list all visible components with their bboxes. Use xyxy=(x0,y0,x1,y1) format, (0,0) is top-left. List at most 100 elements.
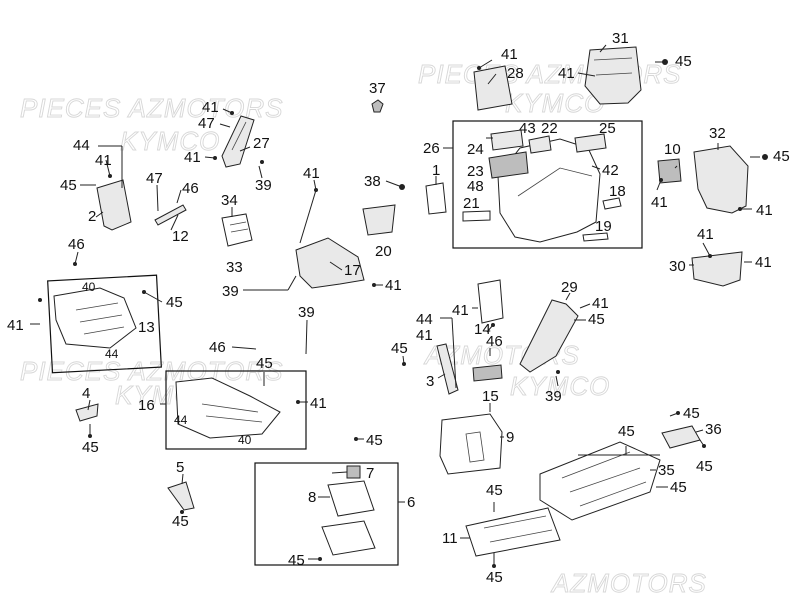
group-box-13 xyxy=(47,274,162,374)
callout-47: 47 xyxy=(198,115,215,132)
callout-41: 41 xyxy=(756,202,773,219)
part-24-pad xyxy=(490,129,524,151)
part-13-grid xyxy=(75,302,125,335)
part-14-panel xyxy=(477,279,504,324)
part-32-panel xyxy=(693,145,749,214)
leader-line xyxy=(437,373,446,379)
fastener-dot xyxy=(676,411,680,415)
leader-line xyxy=(231,346,257,350)
part-7-cap xyxy=(346,465,361,479)
part-27-detail xyxy=(231,121,247,151)
callout-45: 45 xyxy=(675,53,692,70)
part-9-detail xyxy=(465,431,485,463)
callout-41: 41 xyxy=(310,395,327,412)
leader-line xyxy=(579,303,591,309)
leader-line xyxy=(478,59,493,69)
part-28-panel xyxy=(473,65,513,111)
part-8-lid xyxy=(327,480,375,517)
callout-3: 3 xyxy=(426,373,434,390)
callout-39: 39 xyxy=(298,304,315,321)
callout-11: 11 xyxy=(442,530,458,547)
callout-labels: 41 28 31 41 45 37 41 47 27 41 39 44 41 4… xyxy=(7,30,790,586)
part-36-plate xyxy=(661,425,701,449)
callout-6: 6 xyxy=(407,494,415,511)
group-box-6 xyxy=(254,462,399,566)
part-12-strip xyxy=(154,204,187,226)
leader-line xyxy=(105,159,111,177)
callout-5: 5 xyxy=(176,459,184,476)
callout-15: 15 xyxy=(482,388,499,405)
leader-line xyxy=(451,317,457,389)
leader-line xyxy=(156,184,159,212)
part-26-detail xyxy=(517,167,593,197)
fastener-dot xyxy=(492,564,496,568)
callout-33: 33 xyxy=(226,259,243,276)
leader-line xyxy=(329,261,343,271)
callout-45: 45 xyxy=(288,552,305,569)
part-11-plate xyxy=(465,507,561,557)
callout-45: 45 xyxy=(172,513,189,530)
fastener-dot xyxy=(213,156,217,160)
fastener-dot xyxy=(73,262,77,266)
callout-37: 37 xyxy=(369,80,386,97)
leader-line xyxy=(299,189,317,244)
fastener-dot xyxy=(702,444,706,448)
callout-36: 36 xyxy=(705,421,722,438)
callout-41: 41 xyxy=(303,165,320,182)
callout-41: 41 xyxy=(697,226,714,243)
callout-13: 13 xyxy=(138,319,155,336)
callout-41: 41 xyxy=(452,302,469,319)
leader-line xyxy=(219,123,231,128)
fastener-dot xyxy=(108,174,112,178)
fastener-dot xyxy=(399,184,405,190)
callout-23: 23 xyxy=(467,163,484,180)
callout-31: 31 xyxy=(612,30,629,47)
callout-39: 39 xyxy=(222,283,239,300)
part-35-plate xyxy=(539,441,661,521)
group-boxes xyxy=(47,120,643,566)
callout-45: 45 xyxy=(256,355,273,372)
leader-line xyxy=(702,242,711,257)
callout-46: 46 xyxy=(486,333,503,350)
callout-45: 45 xyxy=(166,294,183,311)
leader-line xyxy=(555,375,559,387)
callout-10: 10 xyxy=(664,141,681,158)
leader-line xyxy=(577,72,596,77)
callout-45: 45 xyxy=(366,432,383,449)
fastener-dot xyxy=(659,178,663,182)
callout-41: 41 xyxy=(184,149,201,166)
leader-line xyxy=(305,319,308,355)
leader-line xyxy=(181,473,184,485)
callout-14: 14 xyxy=(474,321,491,338)
part-21-bracket xyxy=(462,210,491,222)
part-37-cap xyxy=(371,99,384,113)
callout-45: 45 xyxy=(670,479,687,496)
leader-line xyxy=(143,291,163,303)
fastener-dot xyxy=(314,188,318,192)
fastener-dot xyxy=(296,400,300,404)
callout-32: 32 xyxy=(709,125,726,142)
callout-26: 26 xyxy=(423,140,440,157)
part-19-strip xyxy=(582,232,609,242)
fastener-dot xyxy=(180,510,184,514)
part-5-clip xyxy=(167,481,195,511)
part-18-clip xyxy=(602,197,622,210)
part-15-strip xyxy=(472,364,503,382)
callout-44: 44 xyxy=(174,413,188,427)
callout-47: 47 xyxy=(146,170,163,187)
callout-25: 25 xyxy=(599,120,616,137)
fastener-dot xyxy=(477,66,481,70)
fastener-dot xyxy=(491,323,495,327)
callout-34: 34 xyxy=(221,192,238,209)
leader-line xyxy=(674,165,678,169)
fastener-dot xyxy=(318,557,322,561)
fastener-dot xyxy=(738,207,742,211)
callout-41: 41 xyxy=(592,295,609,312)
leader-line xyxy=(258,165,263,179)
callout-43: 43 xyxy=(519,120,536,137)
callout-24: 24 xyxy=(467,141,484,158)
callout-4: 4 xyxy=(82,385,90,402)
callout-40: 40 xyxy=(238,433,252,447)
leader-line xyxy=(87,399,91,411)
callout-18: 18 xyxy=(609,183,626,200)
